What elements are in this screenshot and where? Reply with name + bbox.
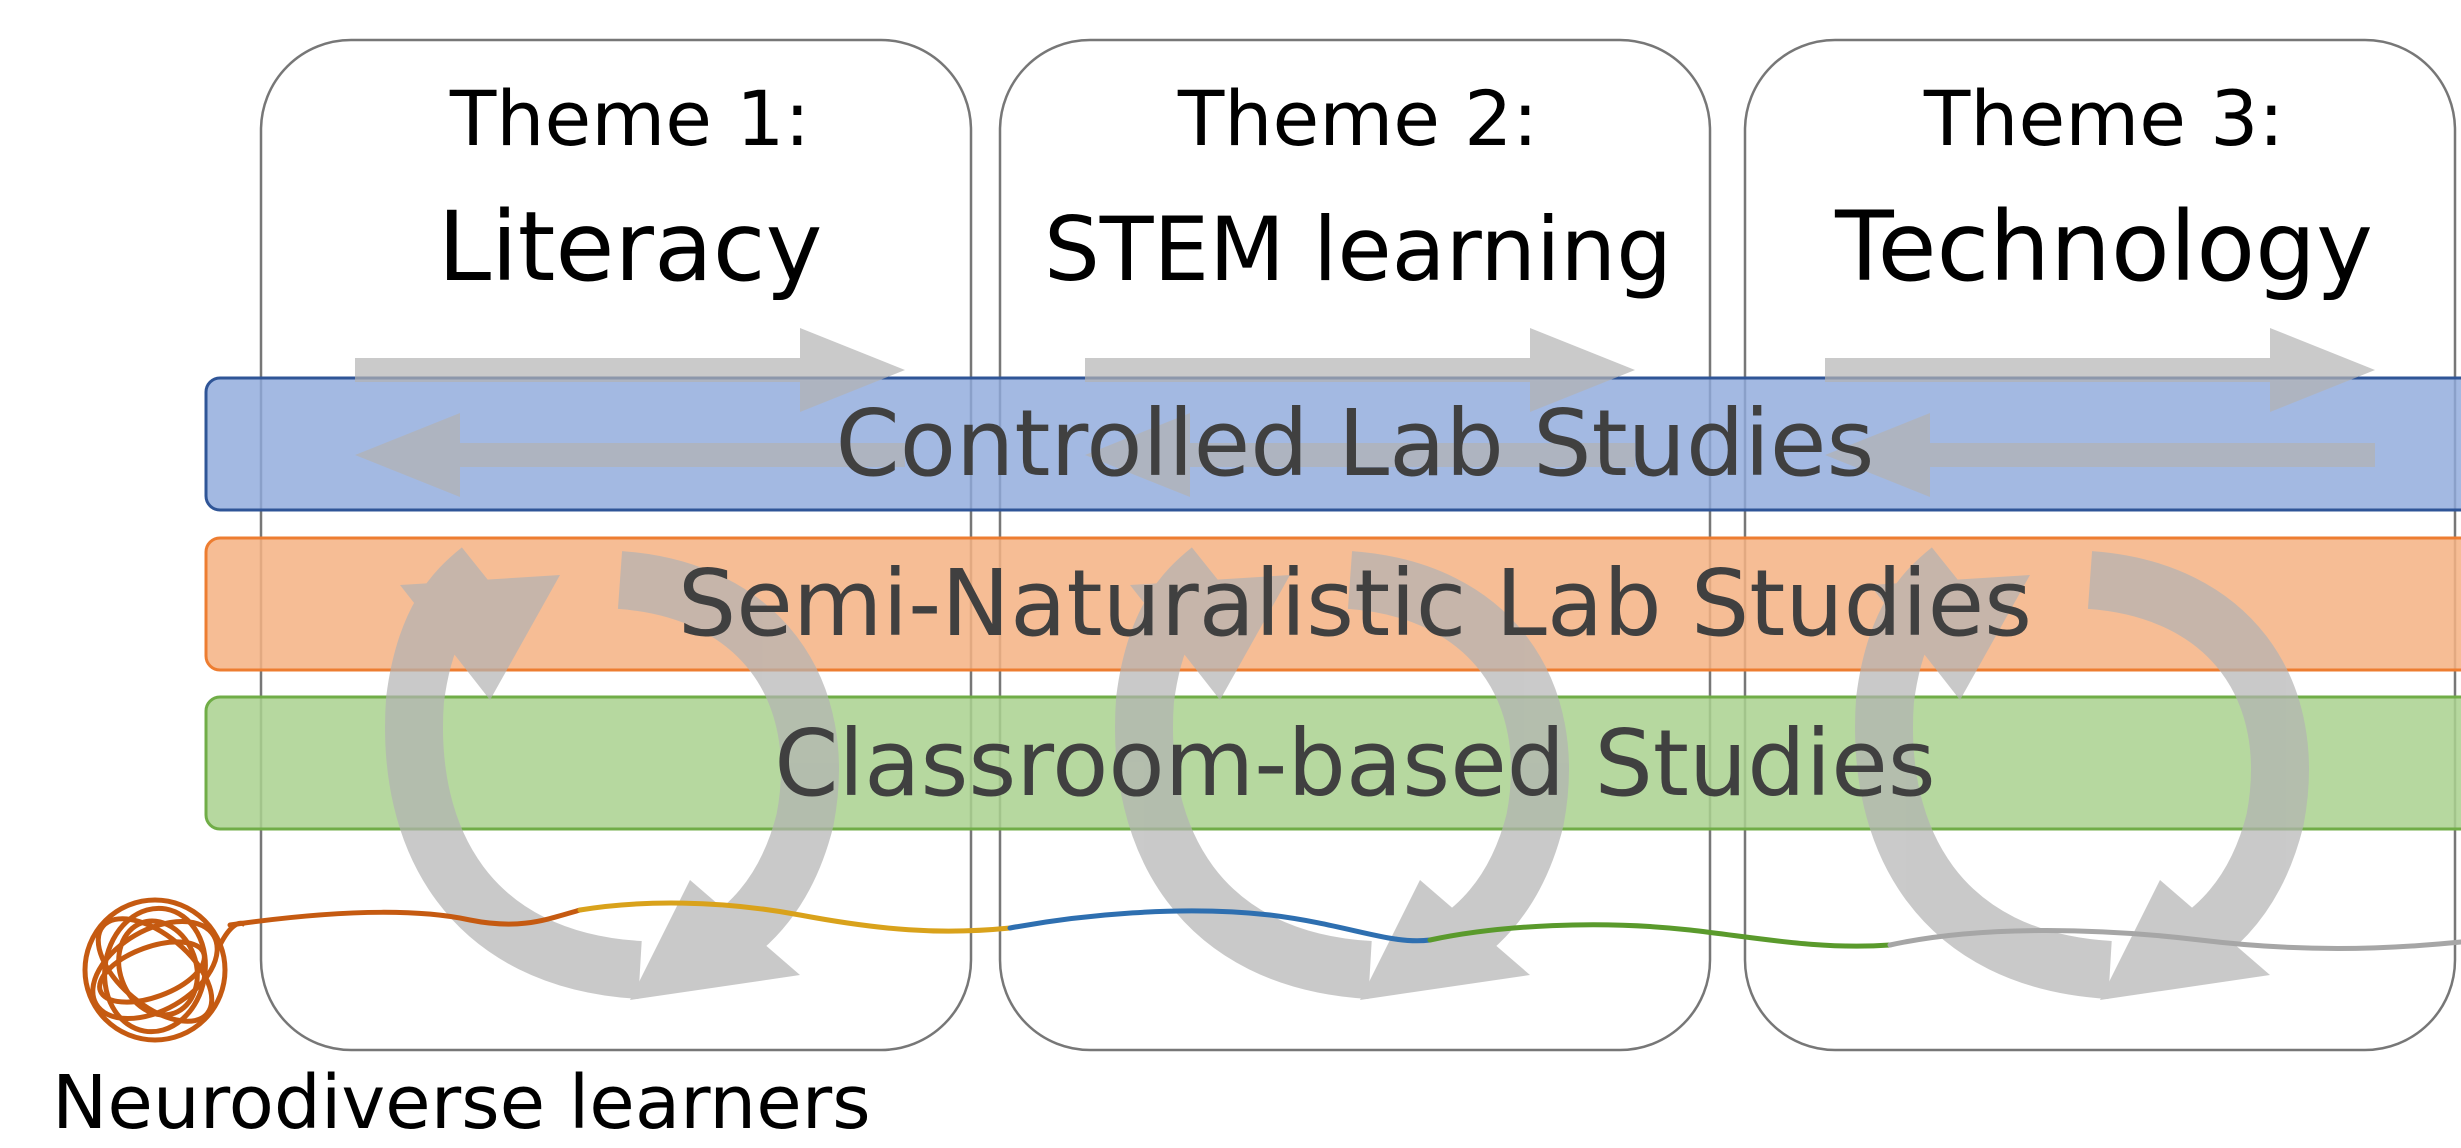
- theme-3-prefix: Theme 3:: [1923, 74, 2284, 163]
- thread-segment-green: [1427, 922, 1893, 949]
- theme-2-process-arrows: [1085, 328, 1635, 1000]
- theme-1-prefix: Theme 1:: [449, 74, 810, 163]
- theme-1-forward-arrow: [355, 328, 905, 412]
- theme-2-prefix: Theme 2:: [1177, 74, 1538, 163]
- semi-naturalistic-label: Semi-Naturalistic Lab Studies: [678, 550, 2032, 657]
- theme-1-backward-arrow: [355, 413, 905, 497]
- thread-segment-yellow: [577, 900, 1013, 934]
- theme-2-cycle-right-arrow: [1347, 551, 1569, 970]
- classroom-label: Classroom-based Studies: [774, 710, 1935, 817]
- theme-3-forward-arrow: [1825, 328, 2375, 412]
- theme-3-backward-arrow: [1825, 413, 2375, 497]
- thread-segment-blue: [1007, 908, 1433, 944]
- thread-segment-gray: [1887, 928, 2461, 951]
- theme-2-backward-arrow: [1085, 413, 1635, 497]
- theme-1-name: Literacy: [438, 191, 823, 303]
- controlled-lab-label: Controlled Lab Studies: [836, 390, 1875, 497]
- theme-2-forward-arrow: [1085, 328, 1635, 412]
- theme-3-cycle-right-arrow: [2087, 551, 2309, 970]
- neurodiverse-learners-caption: Neurodiverse learners: [52, 1060, 871, 1146]
- thread-segment-orange: [227, 907, 583, 928]
- yarn-ball-icon: [82, 897, 247, 1043]
- theme-2-cycle-left-head: [1130, 575, 1290, 700]
- theme-1-cycle-left-head: [400, 575, 560, 700]
- theme-3-name: Technology: [1834, 191, 2373, 303]
- theme-2-cycle-right-head: [1360, 880, 1530, 1000]
- theme-1-cycle-right-head: [630, 880, 800, 1000]
- theme-2-name: STEM learning: [1044, 198, 1672, 301]
- theme-3-cycle-left-head: [1870, 575, 2030, 700]
- learner-thread: [227, 900, 2461, 951]
